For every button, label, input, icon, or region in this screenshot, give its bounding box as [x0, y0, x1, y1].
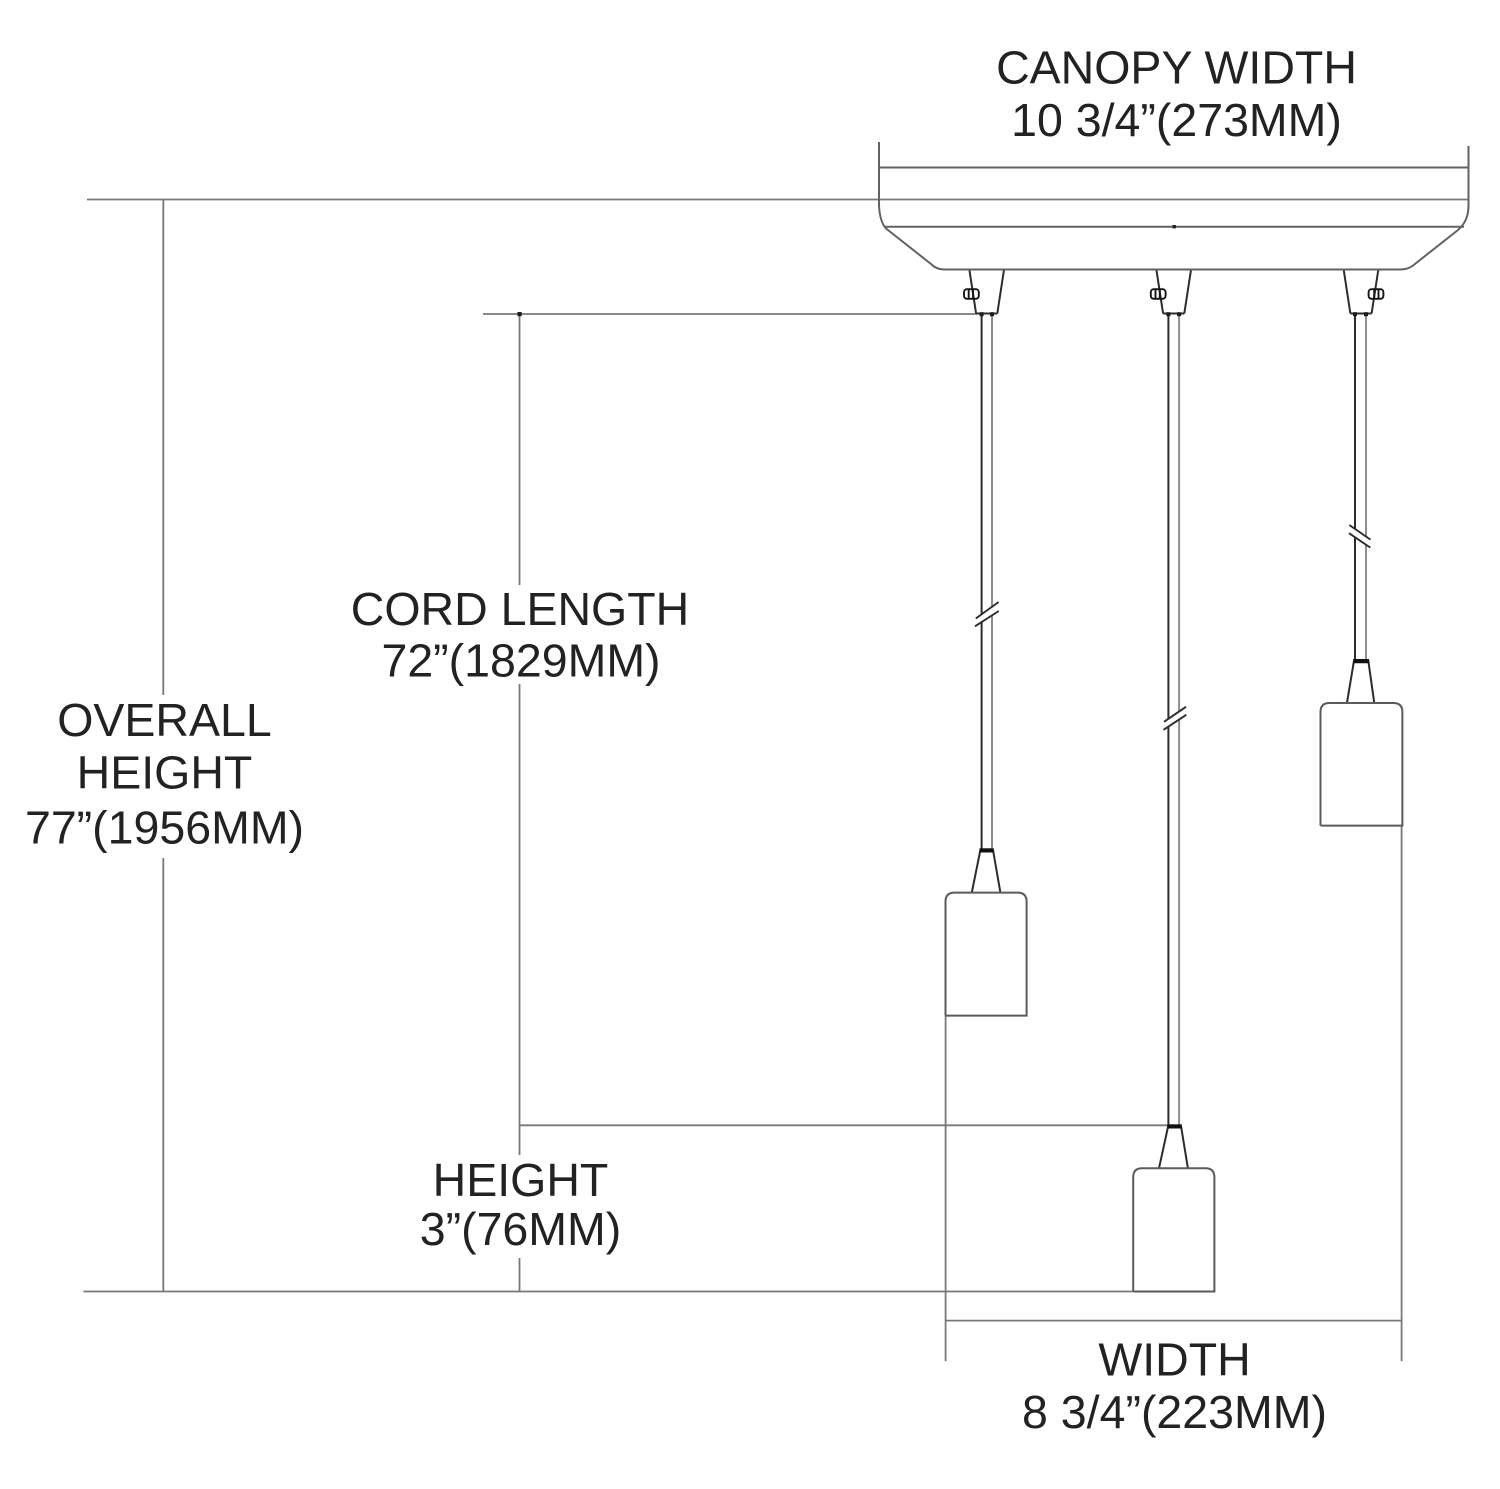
svg-text:8 3/4”(223MM): 8 3/4”(223MM): [1022, 1386, 1327, 1438]
svg-text:3”(76MM): 3”(76MM): [420, 1203, 622, 1255]
svg-text:CORD LENGTH: CORD LENGTH: [351, 583, 689, 635]
svg-text:HEIGHT: HEIGHT: [77, 746, 253, 798]
svg-text:CANOPY WIDTH: CANOPY WIDTH: [996, 42, 1357, 94]
svg-text:10 3/4”(273MM): 10 3/4”(273MM): [1011, 94, 1342, 146]
svg-text:77”(1956MM): 77”(1956MM): [25, 802, 304, 854]
svg-text:72”(1829MM): 72”(1829MM): [381, 634, 660, 686]
svg-text:OVERALL: OVERALL: [57, 694, 272, 746]
svg-text:HEIGHT: HEIGHT: [433, 1154, 609, 1206]
svg-text:WIDTH: WIDTH: [1098, 1334, 1250, 1386]
